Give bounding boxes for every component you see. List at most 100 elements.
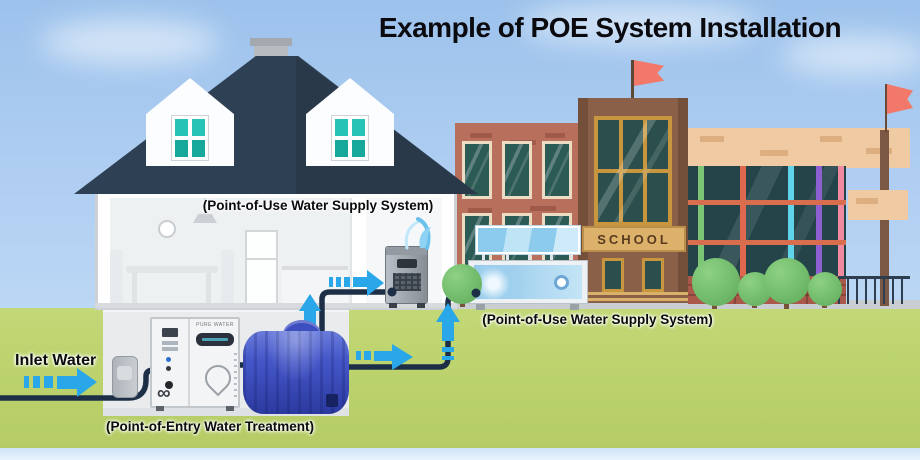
unit-display bbox=[162, 328, 178, 337]
pendant-lamp-icon bbox=[204, 198, 206, 214]
flow-dash-icon bbox=[336, 277, 341, 287]
unit-display-panel bbox=[196, 333, 234, 346]
flow-arrow-right-icon bbox=[374, 344, 413, 370]
cloud bbox=[780, 36, 920, 74]
brick-mark bbox=[820, 136, 842, 142]
water-drop-logo-icon bbox=[199, 359, 237, 397]
flow-arrows bbox=[24, 270, 460, 397]
flow-dash-icon bbox=[33, 376, 40, 388]
flow-arrow-up-icon bbox=[436, 303, 460, 341]
bush-trunk bbox=[784, 300, 789, 309]
pou-water-station bbox=[468, 226, 588, 310]
mullion-bar bbox=[698, 166, 704, 278]
unit-vent bbox=[162, 347, 178, 351]
brick-mark bbox=[866, 148, 892, 154]
water-meter bbox=[112, 356, 138, 398]
refrigerator-door-line bbox=[247, 258, 276, 260]
banner-post bbox=[570, 254, 573, 260]
inlet-water-label: Inlet Water bbox=[15, 352, 97, 369]
flag-pole bbox=[885, 84, 887, 132]
house-system-label: (Point-of-Use Water Supply System) bbox=[202, 198, 434, 213]
unit-brand-text: PURE WATER bbox=[196, 322, 234, 328]
kitchen-table bbox=[126, 266, 218, 273]
dispenser-top bbox=[386, 247, 427, 255]
poe-treatment-label: (Point-of-Entry Water Treatment) bbox=[105, 419, 314, 434]
table-leg bbox=[132, 273, 137, 305]
indicator-light bbox=[166, 366, 171, 371]
flow-dash-icon bbox=[356, 351, 361, 360]
bush bbox=[442, 264, 482, 304]
school-sign-text: SCHOOL bbox=[597, 231, 671, 247]
brick-mark bbox=[856, 198, 878, 204]
station-badge-icon bbox=[554, 275, 569, 290]
mullion-bar bbox=[838, 166, 844, 278]
flow-dash-icon bbox=[442, 347, 454, 352]
school-system-label: (Point-of-Use Water Supply System) bbox=[482, 312, 713, 327]
poe-treatment-unit: ∞ PURE WATER bbox=[150, 317, 240, 411]
dispenser-leg bbox=[417, 303, 425, 308]
cloud bbox=[520, 4, 760, 44]
bush bbox=[764, 258, 810, 304]
school-sign: SCHOOL bbox=[582, 226, 686, 252]
page-title: Example of POE System Installation bbox=[378, 12, 842, 43]
unit-gauge-ticks bbox=[234, 349, 237, 397]
mullion-rail bbox=[688, 200, 846, 205]
cabinet-divider bbox=[188, 319, 190, 406]
station-graphic-panel bbox=[474, 265, 582, 299]
station-banner bbox=[476, 226, 580, 254]
chimney-cap bbox=[250, 38, 292, 46]
flow-dash-icon bbox=[44, 376, 53, 388]
school-window bbox=[502, 141, 532, 199]
flag-pole bbox=[631, 60, 634, 100]
unit-knob bbox=[165, 381, 173, 389]
tower-steps bbox=[580, 292, 688, 303]
unit-foot bbox=[226, 406, 234, 411]
flow-dash-icon bbox=[329, 277, 333, 287]
banner-post bbox=[506, 254, 509, 260]
infinity-logo-icon: ∞ bbox=[157, 383, 171, 404]
dispenser-leg bbox=[389, 303, 397, 308]
flow-arrow-right-icon bbox=[57, 368, 97, 397]
wall-clock-icon bbox=[158, 220, 176, 238]
flow-arrow-up-icon bbox=[299, 294, 321, 328]
banner-post bbox=[528, 254, 531, 260]
unit-vent bbox=[162, 341, 178, 345]
brick-mark bbox=[545, 133, 565, 138]
station-leg bbox=[570, 304, 579, 310]
tank-vent bbox=[326, 394, 338, 407]
chair bbox=[110, 250, 123, 305]
brick-mark bbox=[470, 133, 492, 138]
dispenser-slot bbox=[397, 259, 417, 268]
signboard-beam bbox=[848, 190, 908, 220]
banner-post bbox=[550, 254, 553, 260]
mullion-rail bbox=[688, 240, 846, 245]
dormer-window bbox=[172, 116, 208, 160]
dormer-window bbox=[332, 116, 368, 160]
bush bbox=[692, 258, 740, 306]
bottom-sky-strip bbox=[0, 448, 920, 460]
banner-post bbox=[482, 254, 485, 260]
mullion-bar bbox=[788, 166, 794, 278]
tower-window bbox=[594, 116, 672, 226]
tower-door bbox=[602, 258, 624, 292]
flow-dash-icon bbox=[344, 277, 350, 287]
unit-foot bbox=[156, 406, 164, 411]
bush bbox=[808, 272, 842, 306]
brick-mark bbox=[700, 136, 724, 142]
brick-mark bbox=[530, 206, 556, 211]
indicator-light bbox=[166, 357, 171, 362]
tower-door bbox=[642, 258, 664, 292]
dispenser-grille bbox=[393, 273, 421, 291]
flow-dash-icon bbox=[24, 376, 29, 388]
school-pavement bbox=[452, 300, 920, 309]
flow-dash-icon bbox=[442, 356, 454, 360]
flow-dash-icon bbox=[364, 351, 371, 360]
chair bbox=[221, 250, 234, 305]
cloud bbox=[40, 20, 220, 64]
station-leg bbox=[476, 304, 485, 310]
station-body bbox=[468, 260, 588, 304]
house-floor bbox=[95, 303, 457, 308]
brick-mark bbox=[468, 208, 492, 213]
